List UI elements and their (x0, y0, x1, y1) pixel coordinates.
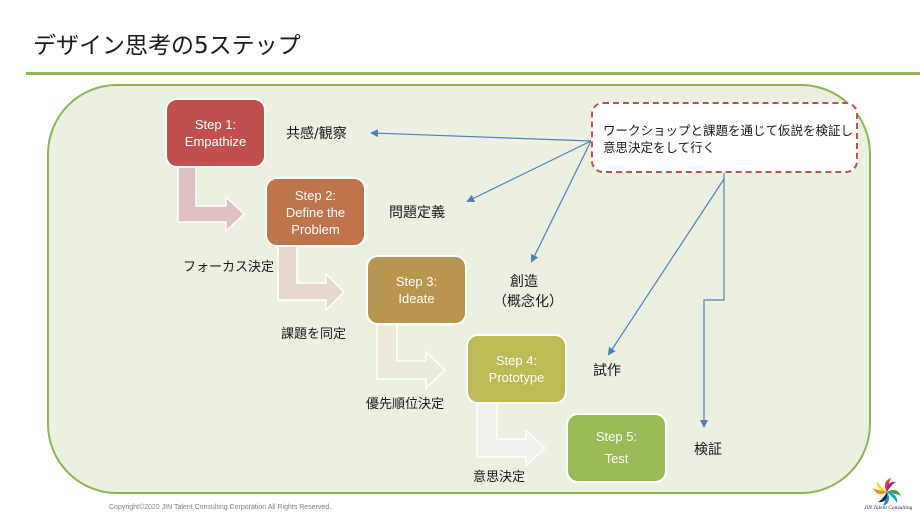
bent-arrow-1 (177, 166, 246, 233)
bent-arrow-4 (476, 402, 547, 468)
step-2-number: Step 2: (294, 187, 337, 203)
step-2-define: Step 2: Define the Problem (265, 177, 366, 247)
workshop-callout: ワークショップと課題を通じて仮説を検証し 意思決定をして行く (591, 102, 858, 173)
outcome-problem-definition: 問題定義 (389, 205, 445, 221)
step-1-number: Step 1: (194, 117, 237, 132)
callout-line-1: ワークショップと課題を通じて仮説を検証し (603, 123, 854, 138)
bent-arrow-3 (376, 323, 447, 390)
step-5-test: Step 5: Test (566, 413, 667, 483)
copyright-notice: Copyright©2020 JIN Talent Consulting Cor… (109, 504, 334, 511)
outcome-validation: 検証 (694, 442, 722, 458)
step-5-number: Step 5: (595, 429, 638, 444)
title-divider (26, 72, 920, 75)
step-4-number: Step 4: (495, 353, 538, 368)
connector-to-empathy (370, 129, 592, 142)
step-3-number: Step 3: (395, 274, 438, 289)
connector-to-problem (466, 140, 592, 202)
step-5-name: Test (604, 451, 629, 466)
connector-to-creation (531, 140, 592, 263)
step-2-name: Define the (285, 204, 346, 220)
callout-line-2: 意思決定をして行く (603, 140, 716, 155)
step-1-empathize: Step 1: Empathize (165, 98, 266, 168)
company-logo-text: JIN Talent Consulting (864, 505, 913, 511)
step-3-name: Ideate (398, 291, 435, 306)
transition-identify-issue: 課題を同定 (281, 327, 347, 342)
slide-title: デザイン思考の5ステップ (33, 33, 301, 59)
step-1-name: Empathize (184, 134, 247, 149)
outcome-empathy-observation: 共感/観察 (286, 126, 347, 142)
transition-prioritization: 優先順位決定 (366, 397, 445, 412)
outcome-prototype: 試作 (593, 363, 621, 379)
company-logo-icon (873, 478, 901, 506)
step-2-name-cont: Problem (291, 221, 340, 237)
transition-focus-decision: フォーカス決定 (183, 260, 275, 275)
outcome-conceptualization: （概念化） (493, 294, 563, 310)
step-4-name: Prototype (488, 370, 545, 385)
connector-to-validation (700, 173, 725, 428)
connector-to-prototype (607, 178, 725, 356)
bent-arrow-2 (277, 245, 346, 312)
step-3-ideate: Step 3: Ideate (366, 255, 467, 325)
step-4-prototype: Step 4: Prototype (466, 334, 567, 404)
transition-decision-making: 意思決定 (473, 470, 526, 485)
outcome-creation: 創造 (510, 274, 538, 290)
